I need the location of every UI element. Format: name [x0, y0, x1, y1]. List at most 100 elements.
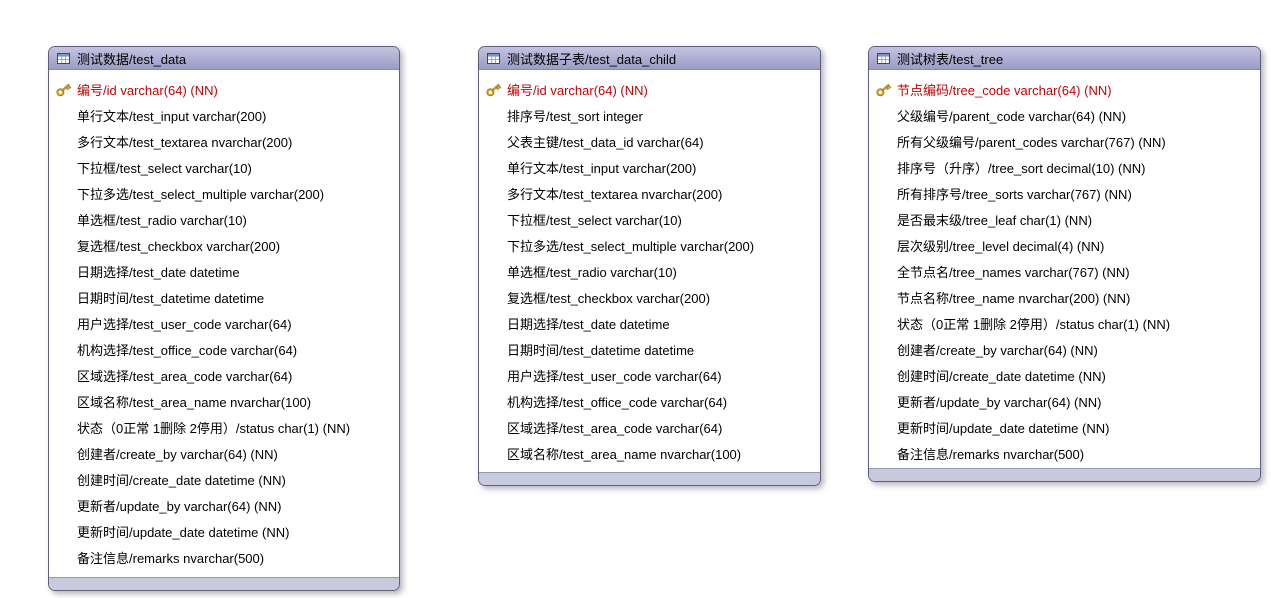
- field-list: 编号/id varchar(64) (NN) 单行文本/test_input va…: [49, 70, 399, 572]
- field-label: 创建时间/create_date datetime (NN): [77, 472, 286, 488]
- field-list: 节点编码/tree_code varchar(64) (NN) 父级编号/pare…: [869, 70, 1260, 468]
- field-label: 单选框/test_radio varchar(10): [507, 264, 677, 280]
- field-row-test_area_code[interactable]: 区域选择/test_area_code varchar(64): [479, 414, 820, 440]
- entity-test_data[interactable]: 测试数据/test_data 编号/id varchar(64) (NN) 单行文…: [48, 46, 400, 591]
- field-row-id[interactable]: 编号/id varchar(64) (NN): [479, 76, 820, 102]
- field-row-create_by[interactable]: 创建者/create_by varchar(64) (NN): [49, 440, 399, 466]
- field-row-test_user_code[interactable]: 用户选择/test_user_code varchar(64): [49, 310, 399, 336]
- field-label: 所有父级编号/parent_codes varchar(767) (NN): [897, 134, 1166, 150]
- field-row-tree_level[interactable]: 层次级别/tree_level decimal(4) (NN): [869, 232, 1260, 258]
- field-row-tree_code[interactable]: 节点编码/tree_code varchar(64) (NN): [869, 76, 1260, 102]
- field-row-status[interactable]: 状态（0正常 1删除 2停用）/status char(1) (NN): [869, 310, 1260, 336]
- field-label: 区域选择/test_area_code varchar(64): [77, 368, 293, 384]
- field-label: 状态（0正常 1删除 2停用）/status char(1) (NN): [77, 420, 351, 436]
- field-label: 日期选择/test_date datetime: [507, 316, 670, 332]
- field-row-update_by[interactable]: 更新者/update_by varchar(64) (NN): [869, 388, 1260, 414]
- field-row-test_input[interactable]: 单行文本/test_input varchar(200): [49, 102, 399, 128]
- field-label: 复选框/test_checkbox varchar(200): [77, 238, 281, 254]
- field-row-update_by[interactable]: 更新者/update_by varchar(64) (NN): [49, 492, 399, 518]
- field-row-create_date[interactable]: 创建时间/create_date datetime (NN): [869, 362, 1260, 388]
- entity-footer: [49, 577, 399, 590]
- field-label: 是否最末级/tree_leaf char(1) (NN): [897, 212, 1093, 228]
- field-label: 编号/id varchar(64) (NN): [77, 82, 218, 98]
- field-row-create_date[interactable]: 创建时间/create_date datetime (NN): [49, 466, 399, 492]
- field-label: 状态（0正常 1删除 2停用）/status char(1) (NN): [897, 316, 1171, 332]
- field-row-test_select[interactable]: 下拉框/test_select varchar(10): [479, 206, 820, 232]
- field-row-tree_leaf[interactable]: 是否最末级/tree_leaf char(1) (NN): [869, 206, 1260, 232]
- field-row-test_user_code[interactable]: 用户选择/test_user_code varchar(64): [479, 362, 820, 388]
- field-label: 多行文本/test_textarea nvarchar(200): [77, 134, 293, 150]
- field-label: 复选框/test_checkbox varchar(200): [507, 290, 711, 306]
- field-row-test_radio[interactable]: 单选框/test_radio varchar(10): [479, 258, 820, 284]
- field-row-test_sort[interactable]: 排序号/test_sort integer: [479, 102, 820, 128]
- entity-header-test_data[interactable]: 测试数据/test_data: [49, 47, 399, 70]
- field-row-test_area_name[interactable]: 区域名称/test_area_name nvarchar(100): [479, 440, 820, 466]
- field-row-parent_code[interactable]: 父级编号/parent_code varchar(64) (NN): [869, 102, 1260, 128]
- field-row-test_select_multiple[interactable]: 下拉多选/test_select_multiple varchar(200): [479, 232, 820, 258]
- field-label: 节点名称/tree_name nvarchar(200) (NN): [897, 290, 1131, 306]
- field-label: 下拉多选/test_select_multiple varchar(200): [507, 238, 755, 254]
- field-label: 更新时间/update_date datetime (NN): [897, 420, 1110, 436]
- entity-title: 测试数据子表/test_data_child: [507, 51, 677, 67]
- field-label: 层次级别/tree_level decimal(4) (NN): [897, 238, 1105, 254]
- field-row-test_date[interactable]: 日期选择/test_date datetime: [479, 310, 820, 336]
- field-label: 父级编号/parent_code varchar(64) (NN): [897, 108, 1127, 124]
- field-row-test_select_multiple[interactable]: 下拉多选/test_select_multiple varchar(200): [49, 180, 399, 206]
- field-row-remarks[interactable]: 备注信息/remarks nvarchar(500): [869, 440, 1260, 466]
- field-label: 所有排序号/tree_sorts varchar(767) (NN): [897, 186, 1132, 202]
- field-label: 机构选择/test_office_code varchar(64): [77, 342, 298, 358]
- field-label: 创建者/create_by varchar(64) (NN): [897, 342, 1098, 358]
- field-row-tree_sort[interactable]: 排序号（升序）/tree_sort decimal(10) (NN): [869, 154, 1260, 180]
- entity-header-test_tree[interactable]: 测试树表/test_tree: [869, 47, 1260, 70]
- field-row-test_area_name[interactable]: 区域名称/test_area_name nvarchar(100): [49, 388, 399, 414]
- entity-footer: [479, 472, 820, 485]
- field-label: 用户选择/test_user_code varchar(64): [77, 316, 292, 332]
- field-row-test_area_code[interactable]: 区域选择/test_area_code varchar(64): [49, 362, 399, 388]
- field-label: 单行文本/test_input varchar(200): [77, 108, 267, 124]
- field-label: 下拉框/test_select varchar(10): [507, 212, 682, 228]
- field-label: 创建时间/create_date datetime (NN): [897, 368, 1106, 384]
- field-label: 更新时间/update_date datetime (NN): [77, 524, 290, 540]
- field-row-test_select[interactable]: 下拉框/test_select varchar(10): [49, 154, 399, 180]
- field-row-status[interactable]: 状态（0正常 1删除 2停用）/status char(1) (NN): [49, 414, 399, 440]
- field-label: 机构选择/test_office_code varchar(64): [507, 394, 728, 410]
- field-row-tree_names[interactable]: 全节点名/tree_names varchar(767) (NN): [869, 258, 1260, 284]
- field-label: 排序号/test_sort integer: [507, 108, 643, 124]
- field-row-test_checkbox[interactable]: 复选框/test_checkbox varchar(200): [49, 232, 399, 258]
- field-row-test_data_id[interactable]: 父表主键/test_data_id varchar(64): [479, 128, 820, 154]
- entity-title: 测试树表/test_tree: [897, 51, 1004, 67]
- entity-test_tree[interactable]: 测试树表/test_tree 节点编码/tree_code varchar(64…: [868, 46, 1261, 482]
- field-list: 编号/id varchar(64) (NN) 排序号/test_sort inte…: [479, 70, 820, 468]
- field-row-test_textarea[interactable]: 多行文本/test_textarea nvarchar(200): [479, 180, 820, 206]
- field-row-update_date[interactable]: 更新时间/update_date datetime (NN): [869, 414, 1260, 440]
- entity-title: 测试数据/test_data: [77, 51, 187, 67]
- field-label: 单行文本/test_input varchar(200): [507, 160, 697, 176]
- field-row-test_date[interactable]: 日期选择/test_date datetime: [49, 258, 399, 284]
- entity-test_data_child[interactable]: 测试数据子表/test_data_child 编号/id varchar(64)…: [478, 46, 821, 486]
- field-row-test_checkbox[interactable]: 复选框/test_checkbox varchar(200): [479, 284, 820, 310]
- field-row-test_office_code[interactable]: 机构选择/test_office_code varchar(64): [49, 336, 399, 362]
- field-label: 多行文本/test_textarea nvarchar(200): [507, 186, 723, 202]
- field-row-update_date[interactable]: 更新时间/update_date datetime (NN): [49, 518, 399, 544]
- field-row-test_textarea[interactable]: 多行文本/test_textarea nvarchar(200): [49, 128, 399, 154]
- field-row-create_by[interactable]: 创建者/create_by varchar(64) (NN): [869, 336, 1260, 362]
- field-row-test_input[interactable]: 单行文本/test_input varchar(200): [479, 154, 820, 180]
- field-row-id[interactable]: 编号/id varchar(64) (NN): [49, 76, 399, 102]
- field-row-tree_name[interactable]: 节点名称/tree_name nvarchar(200) (NN): [869, 284, 1260, 310]
- field-label: 单选框/test_radio varchar(10): [77, 212, 247, 228]
- field-row-tree_sorts[interactable]: 所有排序号/tree_sorts varchar(767) (NN): [869, 180, 1260, 206]
- field-label: 备注信息/remarks nvarchar(500): [77, 550, 265, 566]
- field-label: 更新者/update_by varchar(64) (NN): [77, 498, 282, 514]
- table-icon: [57, 52, 70, 64]
- field-row-test_datetime[interactable]: 日期时间/test_datetime datetime: [49, 284, 399, 310]
- field-label: 父表主键/test_data_id varchar(64): [507, 134, 704, 150]
- field-row-remarks[interactable]: 备注信息/remarks nvarchar(500): [49, 544, 399, 570]
- key-icon: [479, 81, 507, 98]
- field-row-parent_codes[interactable]: 所有父级编号/parent_codes varchar(767) (NN): [869, 128, 1260, 154]
- field-row-test_datetime[interactable]: 日期时间/test_datetime datetime: [479, 336, 820, 362]
- field-row-test_radio[interactable]: 单选框/test_radio varchar(10): [49, 206, 399, 232]
- field-row-test_office_code[interactable]: 机构选择/test_office_code varchar(64): [479, 388, 820, 414]
- field-label: 区域名称/test_area_name nvarchar(100): [507, 446, 742, 462]
- entity-header-test_data_child[interactable]: 测试数据子表/test_data_child: [479, 47, 820, 70]
- field-label: 区域选择/test_area_code varchar(64): [507, 420, 723, 436]
